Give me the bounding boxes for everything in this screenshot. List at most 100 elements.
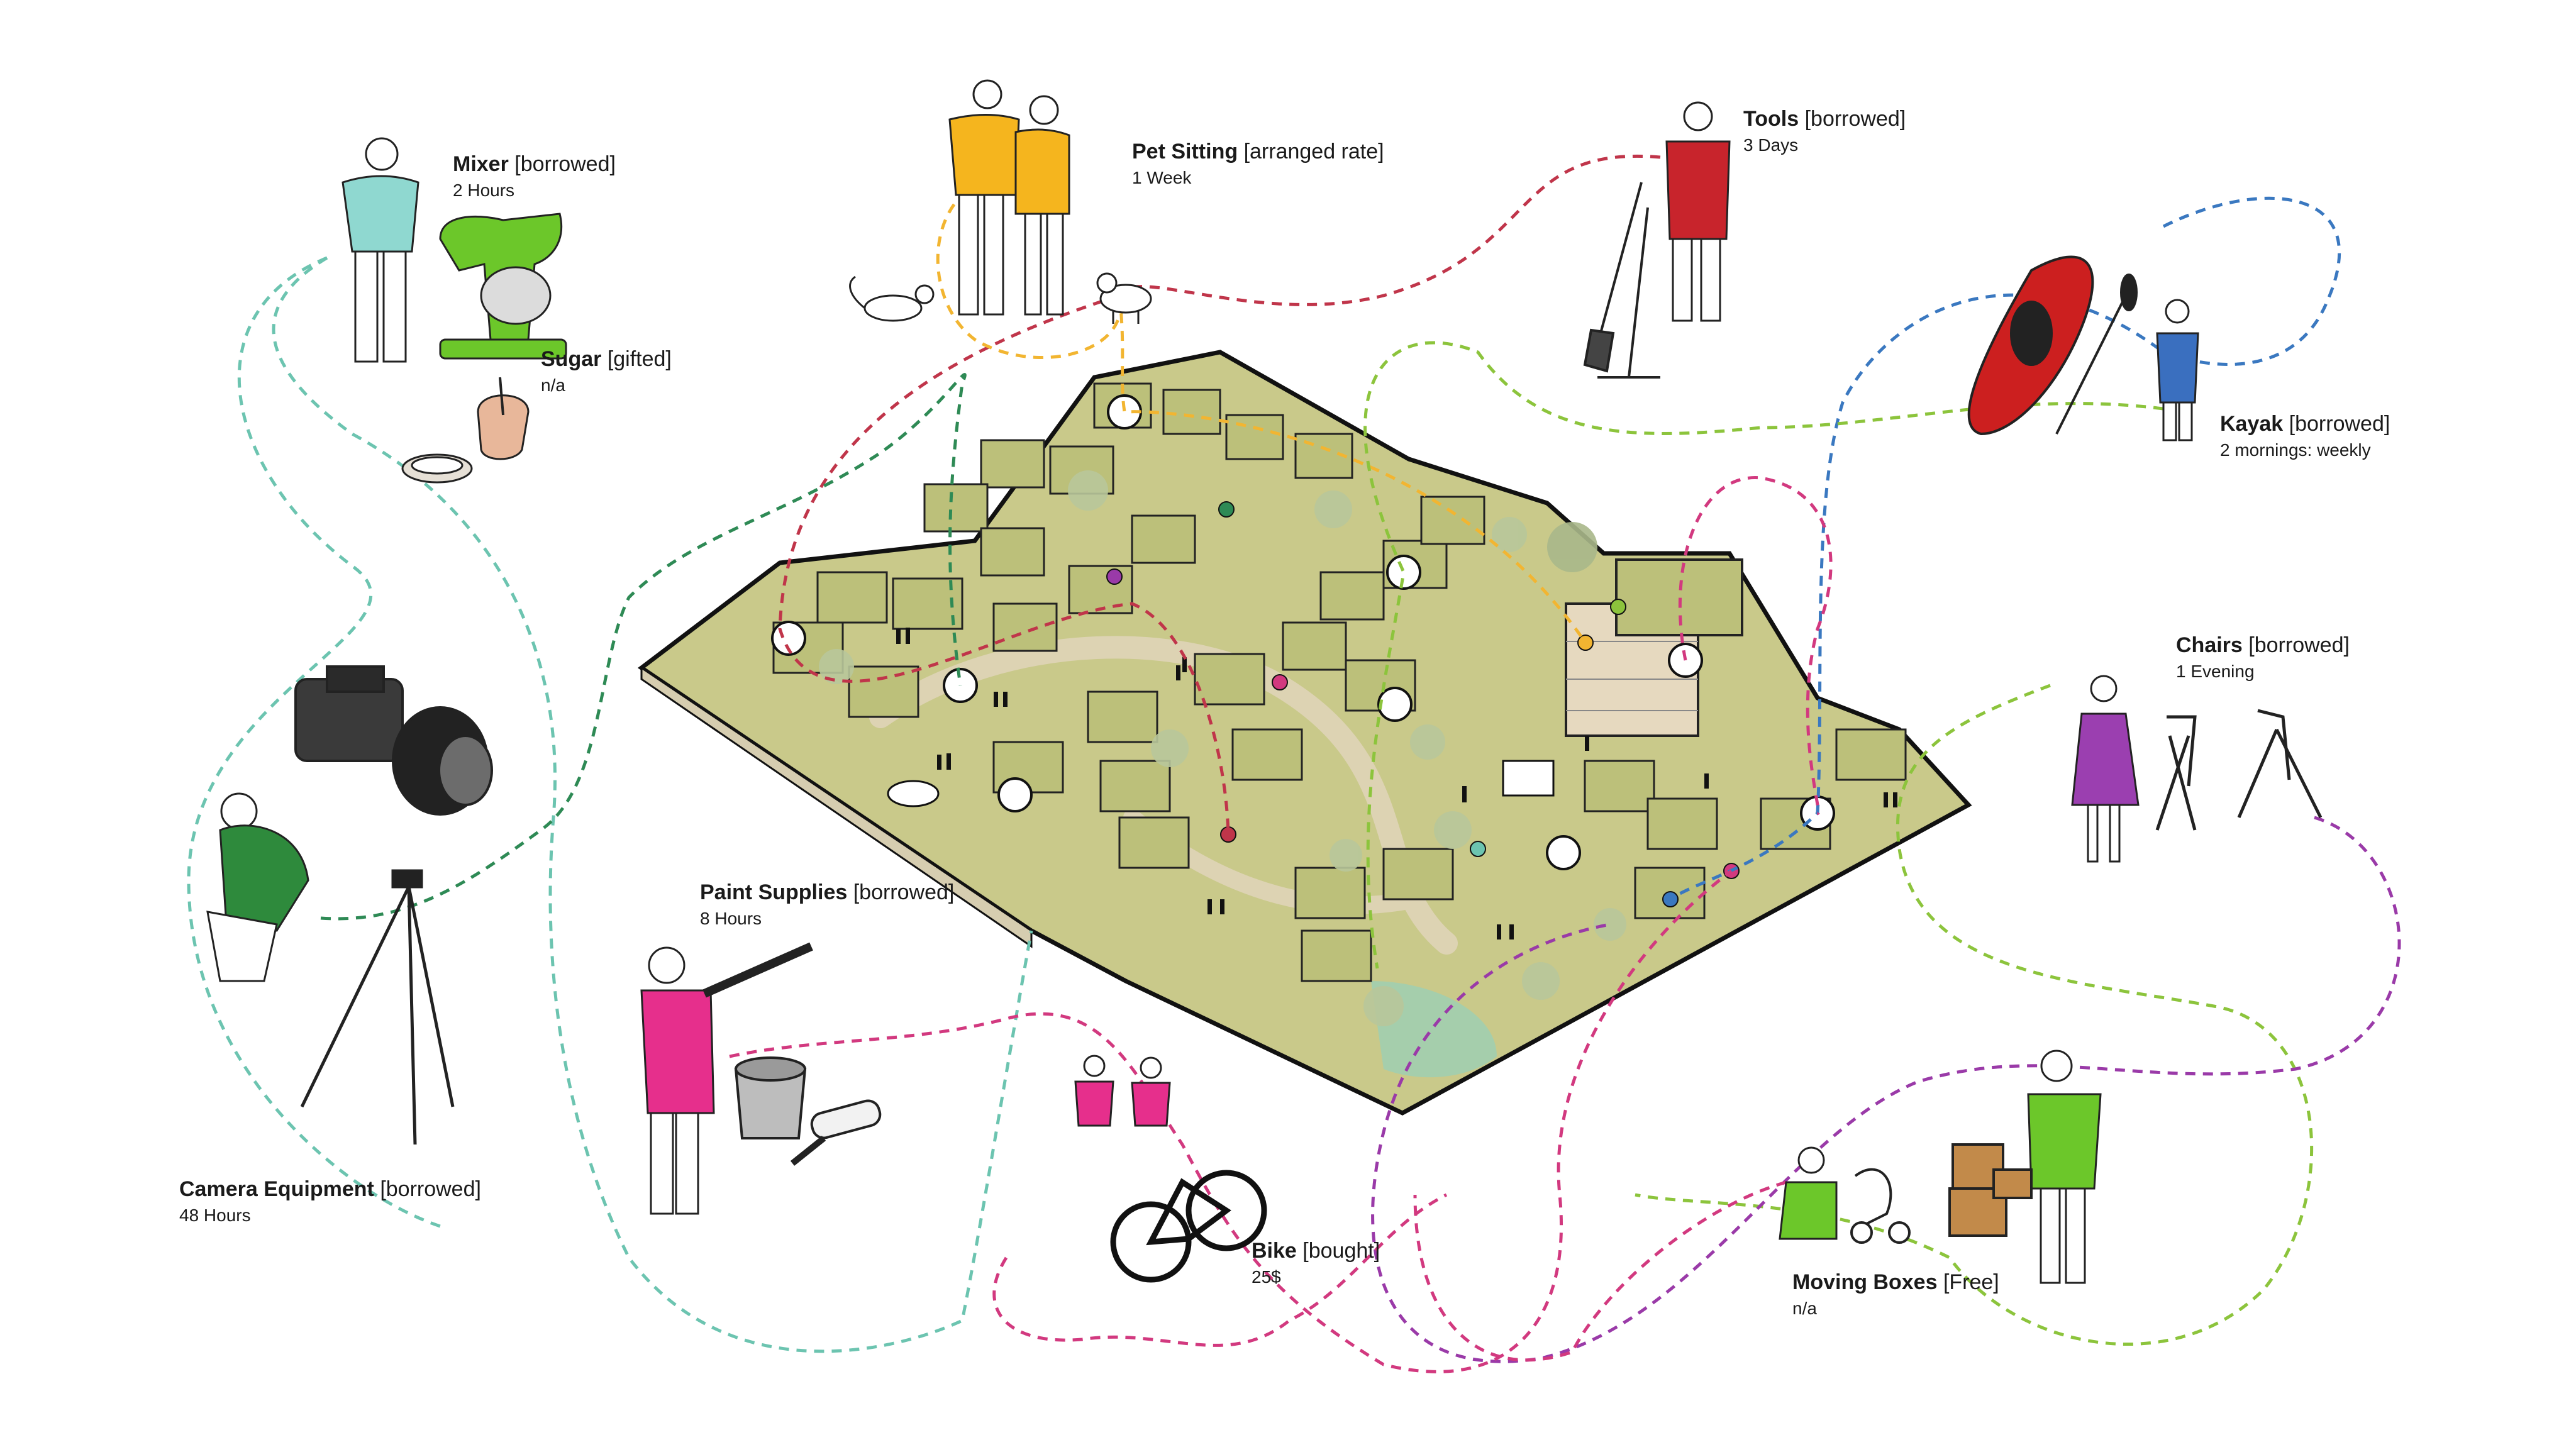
label-pet-sitting: Pet Sitting [arranged rate] 1 Week <box>1132 140 1384 188</box>
house <box>1382 848 1454 901</box>
person-painter <box>640 942 813 1215</box>
house <box>1584 760 1655 812</box>
bicycle-icon <box>1110 1170 1267 1283</box>
trees <box>819 470 1626 1026</box>
camera-icon <box>294 665 493 816</box>
label-title: Mixer [borrowed] <box>453 152 616 177</box>
exchange-detail: n/a <box>1792 1299 1817 1319</box>
exchange-detail: n/a <box>541 375 565 396</box>
label-moving-boxes: Moving Boxes [Free] n/a <box>1792 1270 1999 1319</box>
house <box>1118 816 1190 869</box>
paint-can-icon <box>734 1056 807 1139</box>
label-title: Kayak [borrowed] <box>2220 412 2390 436</box>
van-icon <box>1502 760 1555 797</box>
paddle-icon <box>2055 274 2138 435</box>
person-photographer <box>206 792 309 982</box>
item-name: Camera Equipment <box>179 1177 374 1201</box>
exchange-type: [borrowed] <box>1804 107 1906 131</box>
exchange-detail: 25$ <box>1252 1267 1281 1287</box>
tree <box>1410 724 1445 760</box>
label-title: Sugar [gifted] <box>541 347 672 372</box>
path-mixer-teal <box>272 256 1033 1353</box>
cat-icon <box>849 275 935 322</box>
exchange-type: [bought] <box>1302 1239 1380 1263</box>
site-slope-edge <box>640 666 1033 948</box>
site-plan <box>637 350 1972 1116</box>
house <box>1194 653 1265 706</box>
house <box>892 577 963 630</box>
exchange-type: [borrowed] <box>2289 412 2390 436</box>
dot-marker <box>1218 501 1235 518</box>
path-boxes-magenta <box>1413 1180 1787 1362</box>
house <box>992 602 1058 652</box>
stroller-icon <box>1850 1168 1911 1244</box>
exchange-detail: 2 Hours <box>453 180 515 201</box>
exchange-type: [borrowed] <box>380 1177 481 1201</box>
exchange-detail: 1 Evening <box>2176 662 2255 682</box>
house <box>1646 797 1718 850</box>
item-name: Sugar <box>541 347 602 371</box>
label-title: Chairs [borrowed] <box>2176 633 2350 658</box>
label-title: Tools [borrowed] <box>1743 107 1906 131</box>
person-kayak-lender <box>2156 299 2199 441</box>
tree <box>1151 729 1189 767</box>
site-people <box>896 628 1897 939</box>
dot-marker <box>1470 841 1486 857</box>
kayak-icon <box>1967 255 2094 436</box>
label-title: Pet Sitting [arranged rate] <box>1132 140 1384 164</box>
house <box>923 483 989 533</box>
house <box>1319 571 1385 621</box>
tree <box>1314 490 1352 528</box>
item-name: Pet Sitting <box>1132 140 1238 163</box>
car-icon <box>887 780 940 807</box>
house <box>1420 496 1485 545</box>
item-name: Kayak <box>2220 412 2284 436</box>
label-title: Paint Supplies [borrowed] <box>700 880 954 905</box>
house <box>1131 514 1196 564</box>
label-sugar: Sugar [gifted] n/a <box>541 347 672 396</box>
sugar-bowl-icon <box>401 377 530 484</box>
house <box>1835 728 1907 781</box>
house <box>1225 414 1284 460</box>
dot-marker <box>1106 568 1123 585</box>
nodes <box>771 394 1835 907</box>
node-marker <box>997 777 1033 812</box>
folding-chair-icon <box>2155 709 2323 831</box>
person-tools-lender <box>1665 101 1731 322</box>
person-boxes-couple <box>1779 1050 2102 1284</box>
label-paint-supplies: Paint Supplies [borrowed] 8 Hours <box>700 880 954 929</box>
exchange-type: [borrowed] <box>2248 633 2350 657</box>
tree <box>819 649 854 684</box>
exchange-type: [Free] <box>1943 1270 1999 1294</box>
house <box>1087 690 1158 743</box>
person-mixer-lender <box>341 137 419 363</box>
house <box>848 665 919 718</box>
tree <box>1434 811 1472 849</box>
tree <box>1547 522 1597 572</box>
mixer-icon <box>439 213 567 360</box>
person-bike-kids <box>1074 1055 1171 1127</box>
house <box>1294 867 1366 919</box>
person-chairs-lender <box>2071 675 2140 863</box>
exchange-detail: 1 Week <box>1132 168 1192 188</box>
path-tools-red <box>1118 155 1661 306</box>
shovel-icon <box>1583 182 1643 373</box>
node-marker <box>1377 687 1413 722</box>
person-pet-sitters <box>948 79 1070 316</box>
house <box>980 527 1045 577</box>
dog-icon <box>1096 272 1152 324</box>
path-paint-magenta <box>729 870 1733 1373</box>
exchange-detail: 3 Days <box>1743 135 1799 155</box>
dot-marker <box>1610 599 1626 615</box>
path-kayak-blue <box>1669 196 2341 901</box>
house <box>1634 867 1706 919</box>
paint-roller-icon <box>790 1099 882 1166</box>
exchange-detail: 2 mornings: weekly <box>2220 440 2371 460</box>
dot-marker <box>1577 635 1594 651</box>
tree <box>1522 962 1560 1000</box>
exchange-type: [arranged rate] <box>1243 140 1384 163</box>
label-tools: Tools [borrowed] 3 Days <box>1743 107 1906 155</box>
tree <box>1330 839 1362 872</box>
tree <box>1492 517 1527 552</box>
house <box>1162 389 1221 435</box>
